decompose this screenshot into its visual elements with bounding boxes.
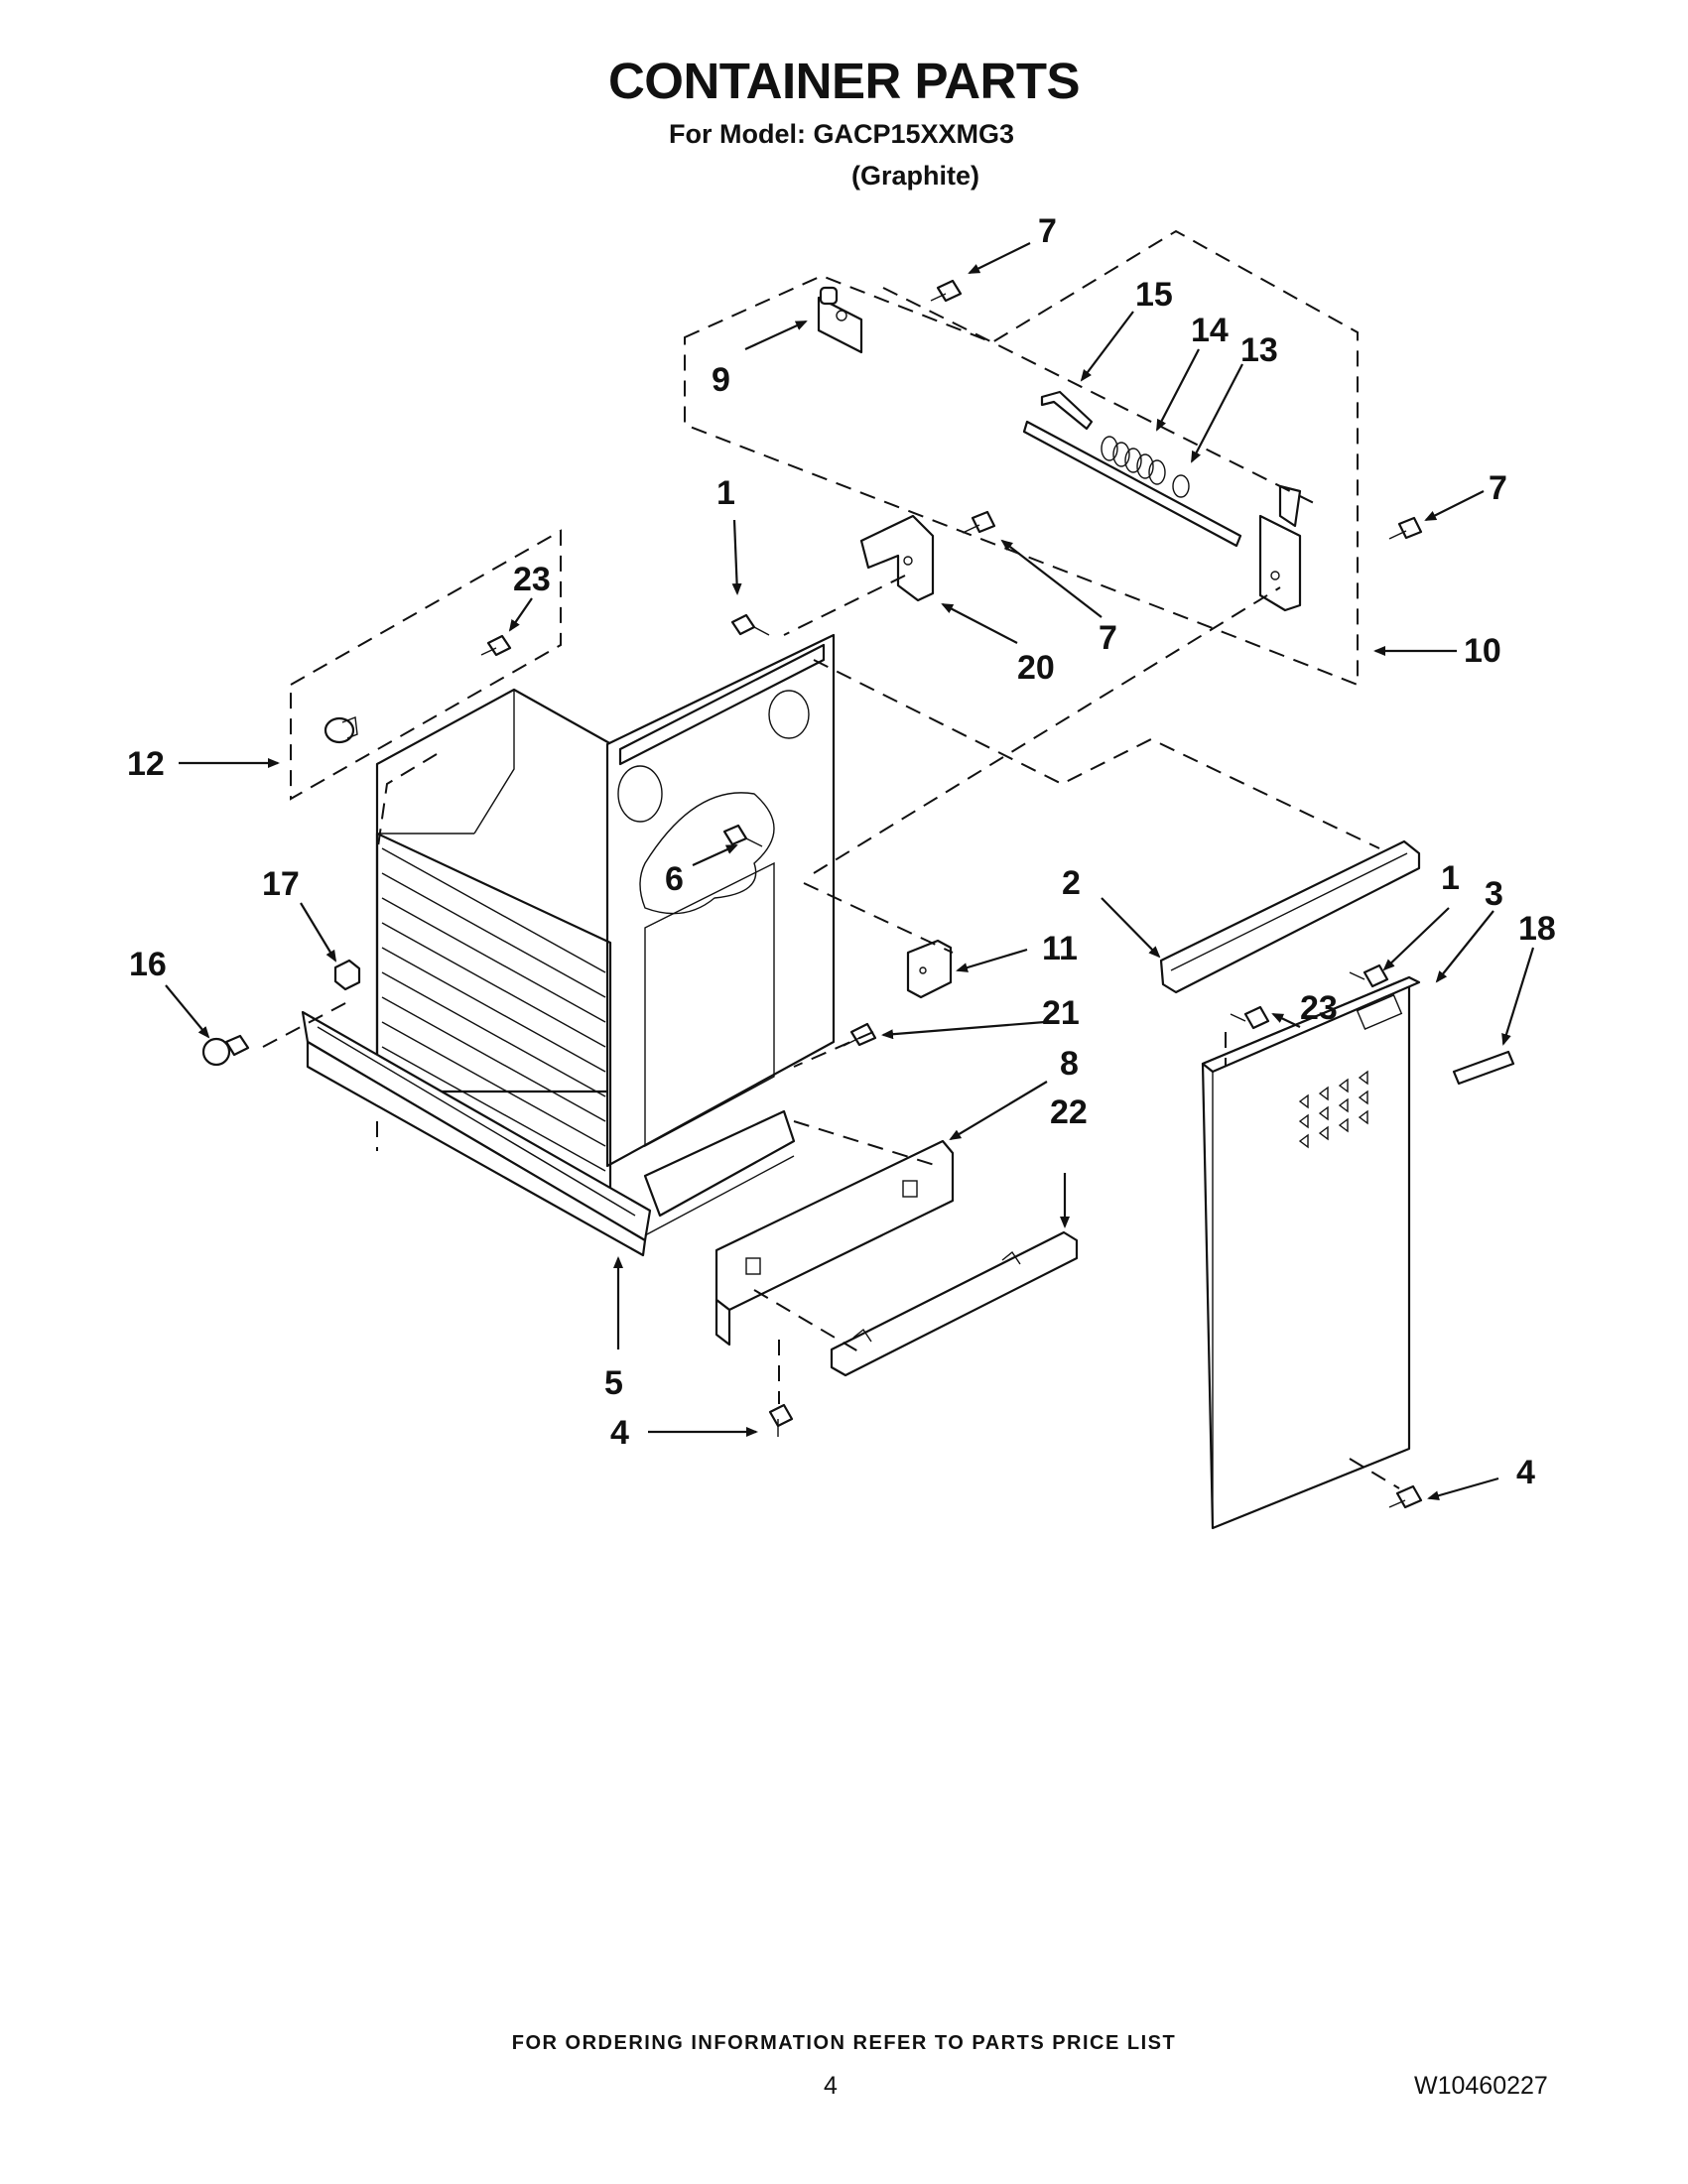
callout-11: 11 [1042,930,1078,967]
leader-arrows [165,242,1535,1501]
callout-7-mid: 7 [1099,619,1117,657]
callout-14: 14 [1191,312,1229,349]
alignment-lines [262,287,1400,1489]
screw-part-1-door [1349,964,1389,988]
callout-labels: 7 15 14 13 9 7 1 23 7 20 10 12 6 2 1 3 1… [127,212,1556,1491]
callout-20: 20 [1017,649,1055,687]
callout-15: 15 [1135,276,1173,314]
nameplate-part-18 [1452,1050,1515,1086]
vent-assembly-group-outline [290,529,562,801]
callout-8: 8 [1060,1045,1079,1083]
document-number: W10460227 [1414,2072,1548,2100]
callout-9: 9 [712,361,730,399]
screw-part-7-top [930,279,963,303]
callout-18: 18 [1518,910,1556,948]
callout-23-left: 23 [513,561,551,598]
screw-part-21 [843,1022,877,1047]
door-panel-part-3 [1201,975,1421,1530]
callout-22: 22 [1050,1093,1088,1131]
callout-4-bottom: 4 [610,1414,629,1452]
callout-1-top: 1 [716,474,735,512]
hinge-rod-part-10 [1022,420,1302,612]
hinge-bracket-part-9 [817,286,863,354]
screw-part-7-right [1388,516,1423,540]
screw-part-7-mid [962,510,996,534]
callout-12: 12 [127,745,165,783]
callout-3: 3 [1485,875,1503,913]
callout-1-door: 1 [1441,859,1460,897]
page-number: 4 [824,2072,838,2100]
screw-part-23-left [480,634,512,657]
page-title: CONTAINER PARTS [607,53,1081,109]
callout-17: 17 [262,865,300,903]
callout-10: 10 [1464,632,1501,670]
spring-part-14 [1101,436,1166,485]
container-cabinet [301,633,836,1257]
logo-emboss-grid [1298,1070,1368,1149]
screw-part-6 [722,824,763,847]
bracket-part-20 [859,514,935,602]
retaining-clip-part-13 [1172,474,1190,498]
lower-bracket-part-8 [714,1139,955,1347]
callout-4-door: 4 [1516,1454,1535,1491]
handle-part-22 [830,1230,1079,1377]
pin-part-15 [1040,390,1094,431]
callout-5: 5 [604,1364,623,1402]
model-variant: (Graphite) [851,161,980,191]
callout-21: 21 [1042,994,1080,1032]
leveling-leg-part-16 [201,1034,250,1067]
callout-16: 16 [129,946,167,983]
top-trim-part-2 [1159,839,1421,994]
callout-13: 13 [1240,331,1278,369]
callout-23-door: 23 [1300,989,1338,1027]
bracket-part-11 [906,939,953,999]
ordering-note: FOR ORDERING INFORMATION REFER TO PARTS … [511,2032,1177,2054]
callout-7-top: 7 [1038,212,1057,250]
callout-2: 2 [1062,864,1081,902]
callout-7-right: 7 [1489,469,1507,507]
vent-cap-part-12 [324,716,358,744]
screw-part-1-top [730,613,770,636]
hinge-assembly-group-outline [684,229,1359,687]
screw-part-4-bottom [768,1403,794,1437]
callout-6: 6 [665,860,684,898]
nut-part-17 [333,959,361,991]
model-line: For Model: GACP15XXMG3 [669,119,1015,149]
screw-part-23-door [1230,1005,1270,1030]
screw-part-4-door [1388,1484,1423,1509]
